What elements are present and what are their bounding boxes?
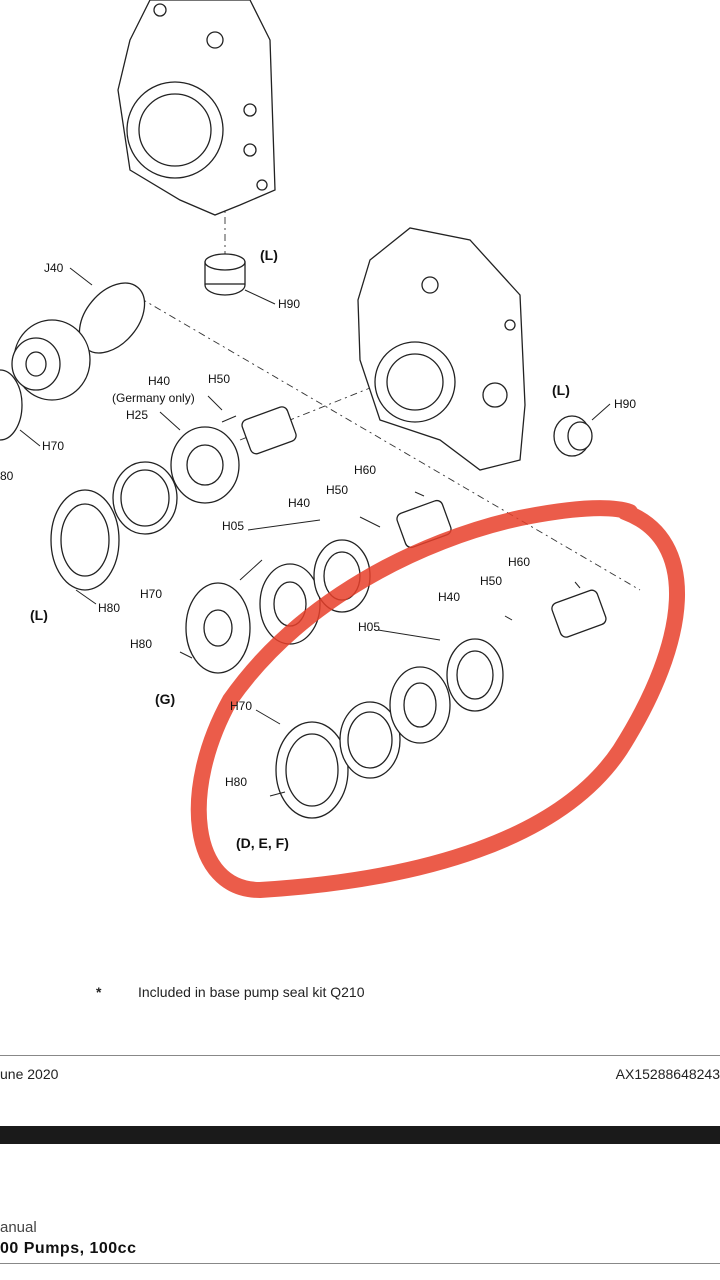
label-l-right: (L) bbox=[552, 382, 570, 398]
label-h50-a: H50 bbox=[208, 372, 230, 386]
label-l-left: (L) bbox=[30, 607, 48, 623]
footer-date: une 2020 bbox=[0, 1066, 59, 1082]
asterisk: * bbox=[96, 984, 102, 1000]
footer-doc-number: AX15288648243 bbox=[615, 1066, 720, 1082]
highlight-circle bbox=[190, 500, 685, 899]
label-j40: J40 bbox=[44, 261, 64, 275]
label-h80-a: H80 bbox=[98, 601, 120, 615]
g-group-drawing bbox=[50, 489, 452, 674]
title-underline bbox=[0, 1263, 720, 1264]
label-germany: (Germany only) bbox=[112, 391, 195, 405]
label-h40-a: H40 bbox=[148, 374, 170, 388]
def-group-drawing bbox=[255, 581, 607, 819]
label-h70-a: H70 bbox=[42, 439, 64, 453]
label-h50-b: H50 bbox=[326, 483, 348, 497]
right-housing-drawing bbox=[357, 227, 526, 471]
label-h05-a: H05 bbox=[222, 519, 244, 533]
top-plug-drawing bbox=[204, 253, 276, 305]
label-h80-b: H80 bbox=[130, 637, 152, 651]
label-l-top: (L) bbox=[260, 247, 278, 263]
label-h70-c: H70 bbox=[230, 699, 252, 713]
label-h60-b: H60 bbox=[508, 555, 530, 569]
label-h05-b: H05 bbox=[358, 620, 380, 634]
label-h40-b: H40 bbox=[288, 496, 310, 510]
label-h60-a: H60 bbox=[354, 463, 376, 477]
note-text: Included in base pump seal kit Q210 bbox=[138, 984, 365, 1000]
left-stack-drawing bbox=[0, 267, 146, 447]
label-h50-c: H50 bbox=[480, 574, 502, 588]
page-break-bar bbox=[0, 1126, 720, 1144]
label-g: (G) bbox=[155, 691, 175, 707]
manual-title: anual bbox=[0, 1219, 37, 1236]
exploded-parts-diagram: (L) H90 J40 H40 (Germany only) H50 H25 H… bbox=[0, 0, 685, 899]
label-h70-b: H70 bbox=[140, 587, 162, 601]
product-title: 00 Pumps, 100cc bbox=[0, 1240, 137, 1257]
label-h40-c: H40 bbox=[438, 590, 460, 604]
label-h90-right: H90 bbox=[614, 397, 636, 411]
label-def: (D, E, F) bbox=[236, 835, 289, 851]
label-h80-c: H80 bbox=[225, 775, 247, 789]
label-h25: H25 bbox=[126, 408, 148, 422]
footer-divider bbox=[0, 1055, 720, 1056]
right-plug-drawing bbox=[553, 403, 611, 457]
label-h90-top: H90 bbox=[278, 297, 300, 311]
seal-kit-note: * Included in base pump seal kit Q210 bbox=[96, 984, 364, 1000]
label-num80: 80 bbox=[0, 469, 14, 483]
middle-stack-drawing bbox=[112, 395, 297, 535]
top-housing-drawing bbox=[117, 0, 276, 216]
